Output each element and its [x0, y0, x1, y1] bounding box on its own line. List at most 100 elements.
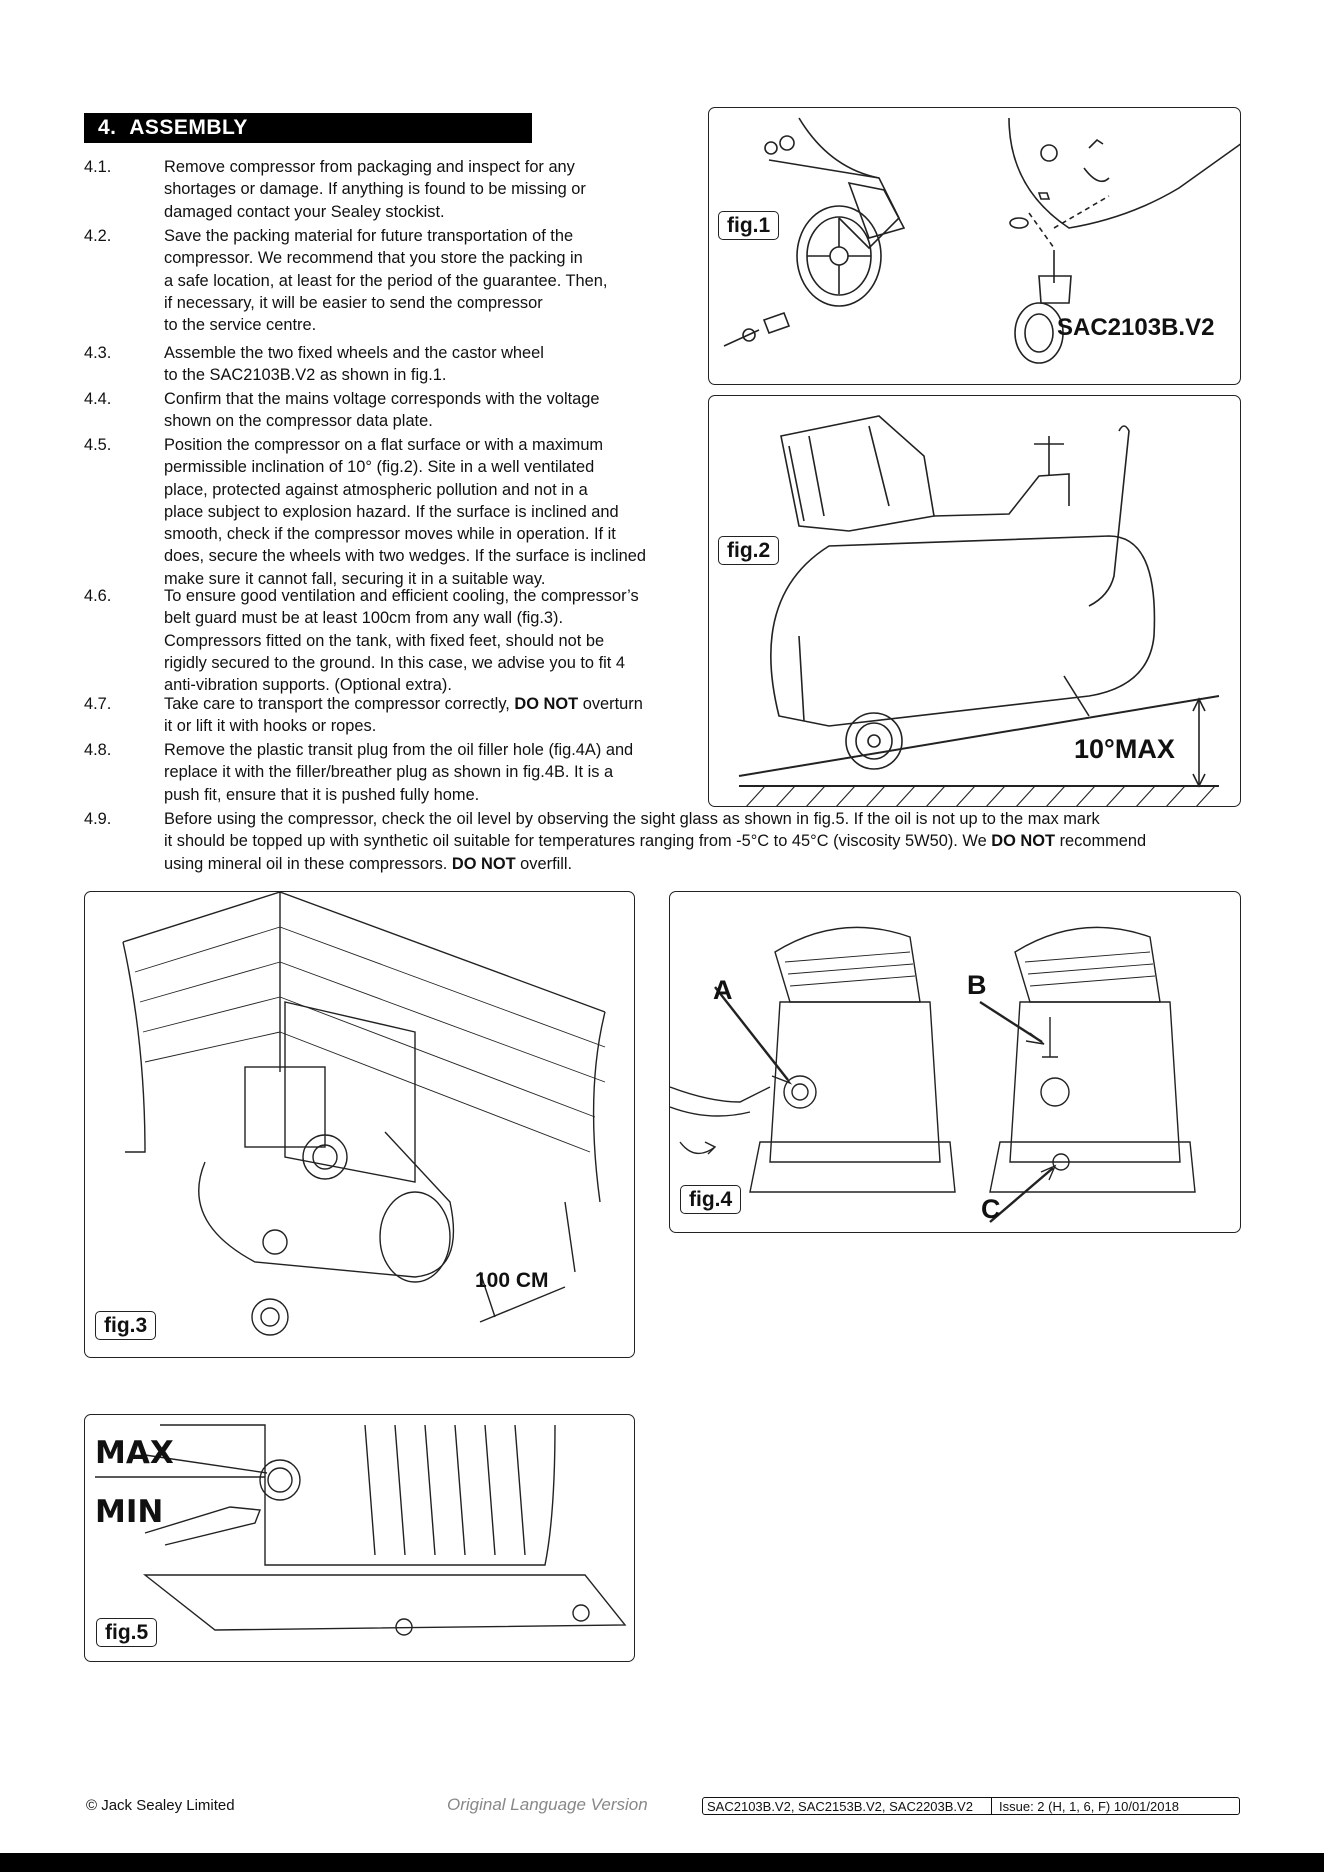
text-segment: does, secure the wheels with two wedges.… [164, 547, 646, 566]
text-segment: it should be topped up with synthetic oi… [164, 832, 992, 851]
figure-2-label: fig.2 [718, 536, 780, 565]
text-segment: make sure it cannot fall, securing it in… [164, 569, 546, 588]
instruction-line: Compressors fitted on the tank, with fix… [164, 630, 639, 652]
text-segment: push fit, ensure that it is pushed fully… [164, 785, 480, 804]
callout-a: A [713, 975, 733, 1005]
text-segment: a safe location, at least for the period… [164, 271, 608, 290]
callout-c: C [981, 1194, 1001, 1224]
instruction-line: replace it with the filler/breather plug… [164, 761, 633, 783]
text-segment: recommend [1055, 832, 1147, 851]
text-segment: Remove the plastic transit plug from the… [164, 741, 634, 759]
instruction-line: place, protected against atmospheric pol… [164, 479, 646, 501]
text-segment: smooth, check if the compressor moves wh… [164, 525, 616, 544]
text-segment: replace it with the filler/breather plug… [164, 763, 614, 782]
text-segment: place subject to explosion hazard. If th… [164, 502, 619, 521]
text-segment: Assemble the two fixed wheels and the ca… [164, 344, 544, 362]
text-segment: it or lift it with hooks or ropes. [164, 717, 377, 736]
instruction-line: rigidly secured to the ground. In this c… [164, 652, 639, 674]
instruction-text: Remove compressor from packaging and ins… [164, 156, 586, 223]
instruction-line: To ensure good ventilation and efficient… [164, 585, 639, 607]
instruction-line: does, secure the wheels with two wedges.… [164, 545, 646, 567]
instruction-number: 4.5. [84, 436, 112, 454]
text-segment: to the SAC2103B.V2 as shown in fig.1. [164, 366, 447, 385]
instruction-line: if necessary, it will be easier to send … [164, 292, 607, 314]
bottom-rule [0, 1853, 1324, 1872]
figure-5-label: fig.5 [96, 1618, 158, 1647]
instruction-line: permissible inclination of 10° (fig.2). … [164, 456, 646, 478]
instruction-item: 4.8. Remove the plastic transit plug from… [84, 739, 704, 806]
text-segment: Take care to transport the compressor co… [164, 695, 515, 713]
figure-2: fig.2 10°MAX [708, 395, 1241, 807]
instruction-line: Save the packing material for future tra… [164, 225, 607, 247]
instruction-number: 4.7. [84, 695, 112, 713]
instruction-line: compressor. We recommend that you store … [164, 247, 607, 269]
text-segment: belt guard must be at least 100cm from a… [164, 609, 564, 628]
text-segment: Compressors fitted on the tank, with fix… [164, 631, 605, 650]
issue-info: Issue: 2 (H, 1, 6, F) 10/01/2018 [999, 1799, 1179, 1814]
text-segment: to the service centre. [164, 316, 317, 335]
instruction-line: Assemble the two fixed wheels and the ca… [164, 342, 544, 364]
instruction-line: Before using the compressor, check the o… [164, 808, 1146, 830]
instruction-number: 4.1. [84, 158, 112, 176]
section-number: 4. [98, 116, 117, 139]
instruction-line: to the service centre. [164, 314, 607, 336]
text-segment: Save the packing material for future tra… [164, 227, 574, 245]
instruction-line: damaged contact your Sealey stockist. [164, 201, 586, 223]
text-segment: damaged contact your Sealey stockist. [164, 202, 445, 221]
text-segment: place, protected against atmospheric pol… [164, 480, 588, 499]
text-segment: overfill. [515, 854, 573, 873]
text-segment: Confirm that the mains voltage correspon… [164, 390, 600, 408]
min-level-label: MIN [95, 1494, 164, 1530]
instruction-line: Remove compressor from packaging and ins… [164, 156, 586, 178]
instruction-line: Take care to transport the compressor co… [164, 693, 643, 715]
instruction-line: it or lift it with hooks or ropes. [164, 715, 643, 737]
instruction-line: Confirm that the mains voltage correspon… [164, 388, 600, 410]
instruction-text: Position the compressor on a flat surfac… [164, 434, 646, 590]
instruction-line: push fit, ensure that it is pushed fully… [164, 784, 633, 806]
instruction-line: shortages or damage. If anything is foun… [164, 178, 586, 200]
instruction-text: Save the packing material for future tra… [164, 225, 607, 336]
instruction-line: shown on the compressor data plate. [164, 410, 600, 432]
instruction-text: Remove the plastic transit plug from the… [164, 739, 633, 806]
instruction-line: place subject to explosion hazard. If th… [164, 501, 646, 523]
model-issue-box: SAC2103B.V2, SAC2153B.V2, SAC2203B.V2 Is… [702, 1797, 1240, 1815]
text-segment: Remove compressor from packaging and ins… [164, 158, 575, 176]
text-segment: shortages or damage. If anything is foun… [164, 180, 586, 199]
wall-clearance-illustration [122, 892, 606, 1336]
instruction-line: smooth, check if the compressor moves wh… [164, 523, 646, 545]
instruction-line: it should be topped up with synthetic oi… [164, 830, 1146, 852]
copyright: © Jack Sealey Limited [86, 1797, 235, 1814]
figure-1: fig.1 SAC2103B.V2 [708, 107, 1241, 385]
text-segment: overturn [578, 695, 643, 713]
text-segment: if necessary, it will be easier to send … [164, 293, 543, 312]
text-segment: anti-vibration supports. (Optional extra… [164, 676, 452, 695]
instruction-text: Confirm that the mains voltage correspon… [164, 388, 600, 433]
instruction-number: 4.3. [84, 344, 112, 362]
language-version: Original Language Version [447, 1795, 648, 1814]
oil-plug-illustration [670, 926, 1196, 1223]
instruction-item: 4.5. Position the compressor on a flat su… [84, 434, 704, 590]
instruction-line: a safe location, at least for the period… [164, 270, 607, 292]
figure-1-label: fig.1 [718, 211, 780, 240]
figure-5: MAX MIN fig.5 [84, 1414, 635, 1662]
instruction-number: 4.6. [84, 587, 112, 605]
instruction-text: To ensure good ventilation and efficient… [164, 585, 639, 696]
text-segment: using mineral oil in these compressors. [164, 854, 452, 873]
emphasis-text: DO NOT [451, 854, 516, 873]
section-header: 4. ASSEMBLY [84, 113, 532, 143]
instruction-number: 4.9. [84, 810, 112, 828]
instruction-text: Before using the compressor, check the o… [164, 808, 1146, 875]
max-level-label: MAX [95, 1435, 174, 1471]
instruction-number: 4.8. [84, 741, 112, 759]
instruction-item: 4.1. Remove compressor from packaging and… [84, 156, 704, 223]
text-segment: permissible inclination of 10° (fig.2). … [164, 458, 595, 477]
text-segment: Position the compressor on a flat surfac… [164, 436, 604, 454]
model-label: SAC2103B.V2 [1057, 314, 1215, 341]
wheel-assembly-illustration [723, 117, 1240, 364]
instruction-line: anti-vibration supports. (Optional extra… [164, 674, 639, 696]
section-title: ASSEMBLY [129, 116, 248, 139]
instruction-line: to the SAC2103B.V2 as shown in fig.1. [164, 364, 544, 386]
instruction-text: Assemble the two fixed wheels and the ca… [164, 342, 544, 387]
instruction-number: 4.2. [84, 227, 112, 245]
figure-3: fig.3 100 CM [84, 891, 635, 1358]
